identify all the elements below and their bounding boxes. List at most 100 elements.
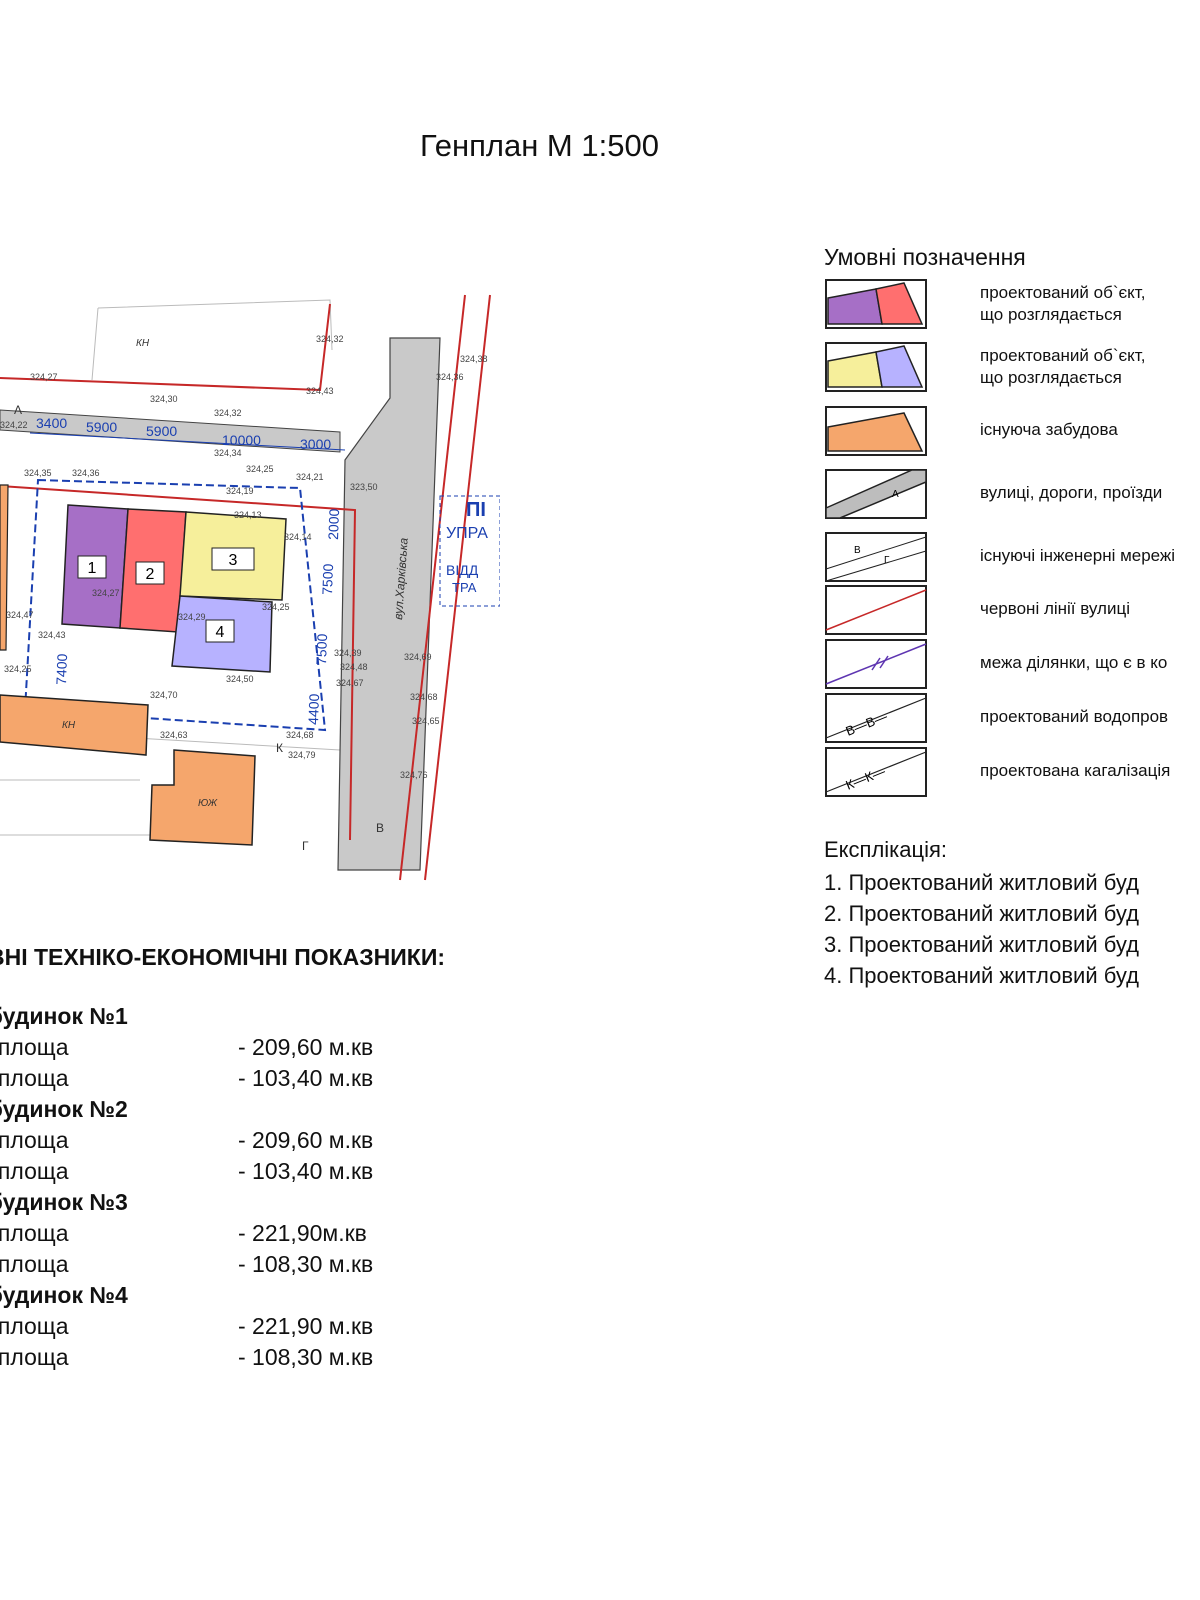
- total-area-label: ьна площа: [0, 1313, 69, 1339]
- elevation-mark: 324,63: [160, 730, 188, 740]
- elevation-mark: 324,30: [150, 394, 178, 404]
- elevation-mark: 324,35: [24, 468, 52, 478]
- house-4-name: ий будинок №4: [0, 1282, 128, 1308]
- legend-item-purple-red: проектований об`єкт, що розглядається: [824, 278, 1200, 332]
- elevation-mark: 324,39: [334, 648, 362, 658]
- elevation-mark: 324,43: [306, 386, 334, 396]
- house-4-living: ова площа- 108,30 м.кв: [0, 1342, 423, 1373]
- purple-red-building-icon: [825, 279, 927, 329]
- label-street: вул.Харківська: [391, 537, 411, 620]
- elevation-mark: 324,21: [296, 472, 324, 482]
- legend-item-red-lines: червоні лінії вулиці: [824, 584, 1200, 638]
- dimension-4400: 4400: [305, 693, 322, 725]
- elevation-mark: 324,32: [214, 408, 242, 418]
- dimension-7400: 7400: [53, 653, 70, 685]
- sign-text-1: ПІ: [466, 499, 486, 521]
- elevation-mark: 324,36: [72, 468, 100, 478]
- elevation-mark: 324,25: [262, 602, 290, 612]
- legend-label: проектована кагалізація: [980, 761, 1171, 780]
- legend-item-existing: існуюча забудова: [824, 405, 1200, 459]
- legend-title: Умовні позначення: [824, 244, 1026, 270]
- dimension-5900-a: 5900: [86, 419, 117, 435]
- total-area-label: ьна площа: [0, 1220, 69, 1246]
- building-1-number: 1: [88, 560, 97, 577]
- elevation-mark: 324,69: [404, 652, 432, 662]
- network-mark-g: Г: [884, 555, 890, 566]
- indicators-title: ВНІ ТЕХНІКО-ЕКОНОМІЧНІ ПОКАЗНИКИ:: [0, 944, 446, 970]
- building-2-number: 2: [146, 566, 155, 583]
- living-area-label: ова площа: [0, 1065, 69, 1091]
- explication-title: Експлікація:: [824, 837, 948, 862]
- technical-indicators: ВНІ ТЕХНІКО-ЕКОНОМІЧНІ ПОКАЗНИКИ: ий буд…: [0, 944, 445, 1373]
- label-road-k: К: [276, 741, 283, 755]
- building-3-number: 3: [229, 552, 238, 569]
- elevation-mark: 324,76: [400, 770, 428, 780]
- sign-text-4: ТРА: [452, 580, 477, 595]
- total-area-value: - 209,60 м.кв: [238, 1127, 374, 1153]
- total-area-value: - 221,90 м.кв: [238, 1313, 374, 1339]
- elevation-mark: 324,65: [412, 716, 440, 726]
- elevation-mark: 324,79: [288, 750, 316, 760]
- label-road-a: А: [14, 403, 22, 417]
- dimension-3000: 3000: [300, 436, 331, 452]
- living-area-value: - 103,40 м.кв: [238, 1158, 374, 1184]
- label-kn-bottom: КН: [62, 720, 76, 731]
- legend-label: проектований об`єкт, що розглядається: [980, 283, 1146, 324]
- total-area-label: ьна площа: [0, 1127, 69, 1153]
- total-area-value: - 209,60 м.кв: [238, 1034, 374, 1060]
- existing-networks-icon: В Г: [825, 532, 927, 582]
- elevation-mark: 324,19: [226, 486, 254, 496]
- living-area-value: - 108,30 м.кв: [238, 1251, 374, 1277]
- orange-building-icon: [825, 406, 927, 456]
- network-mark-v: В: [854, 545, 861, 556]
- legend-label: вулиці, дороги, проїзди: [980, 483, 1163, 502]
- elevation-mark: 324,38: [460, 354, 488, 364]
- road-hatch-icon: А: [825, 469, 927, 519]
- elevation-mark: 324,68: [410, 692, 438, 702]
- legend-label: проектований водопров: [980, 707, 1169, 726]
- elevation-mark: 324,13: [234, 510, 262, 520]
- page-title: Генплан М 1:500: [420, 128, 659, 163]
- legend-label: червоні лінії вулиці: [980, 599, 1130, 618]
- plot-boundary: [23, 478, 327, 732]
- elevation-marks: 324,27324,32324,38324,36324,43324,30324,…: [0, 334, 488, 780]
- house-4-total: ьна площа - 221,90 м.кв: [0, 1311, 423, 1342]
- existing-building-yuzh: [149, 749, 256, 846]
- living-area-value: - 103,40 м.кв: [238, 1065, 374, 1091]
- road-vertical: [337, 337, 441, 871]
- living-area-value: - 108,30 м.кв: [238, 1344, 374, 1370]
- explication-item-2: 2. Проектований житловий буд: [824, 901, 1139, 926]
- legend-label: існуюча забудова: [980, 420, 1118, 439]
- elevation-mark: 324,43: [38, 630, 66, 640]
- house-2-total: ьна площа - 209,60 м.кв: [0, 1125, 423, 1156]
- elevation-mark: 324,32: [316, 334, 344, 344]
- dimension-2000: 2000: [325, 508, 342, 540]
- plot-boundary-icon: [825, 639, 927, 689]
- elevation-mark: 324,48: [340, 662, 368, 672]
- sign-text-3: ВІДД: [446, 562, 479, 578]
- living-area-label: ова площа: [0, 1251, 69, 1277]
- explication-item-4: 4. Проектований житловий буд: [824, 963, 1139, 988]
- legend-item-existing-networks: В Г існуючі інженерні мережі: [824, 531, 1200, 585]
- dimension-10000: 10000: [222, 432, 261, 448]
- dimension-5900-b: 5900: [146, 423, 177, 439]
- red-lines: [0, 294, 491, 881]
- sign-text-2: УПРА: [446, 525, 488, 542]
- living-area-label: ова площа: [0, 1158, 69, 1184]
- legend-label: межа ділянки, що є в ко: [980, 653, 1168, 672]
- elevation-mark: 324,25: [246, 464, 274, 474]
- elevation-mark: 324,22: [0, 420, 28, 430]
- sewer-pipe-icon: К—К—: [825, 747, 927, 797]
- building-4-number: 4: [216, 624, 225, 641]
- legend-label: проектований об`єкт, що розглядається: [980, 346, 1146, 387]
- red-line-icon: [825, 585, 927, 635]
- explication-item-3: 3. Проектований житловий буд: [824, 932, 1139, 957]
- house-3-name: ий будинок №3: [0, 1189, 128, 1215]
- legend-item-water-pipe: В—В— проектований водопров: [824, 692, 1200, 746]
- total-area-label: ьна площа: [0, 1034, 69, 1060]
- house-1-living: ова площа - 103,40 м.кв: [0, 1063, 423, 1094]
- elevation-mark: 324,70: [150, 690, 178, 700]
- legend-item-roads: А вулиці, дороги, проїзди: [824, 468, 1200, 522]
- elevation-mark: 324,47: [6, 610, 34, 620]
- legend-item-yellow-lilac: проектований об`єкт, що розглядається: [824, 341, 1200, 395]
